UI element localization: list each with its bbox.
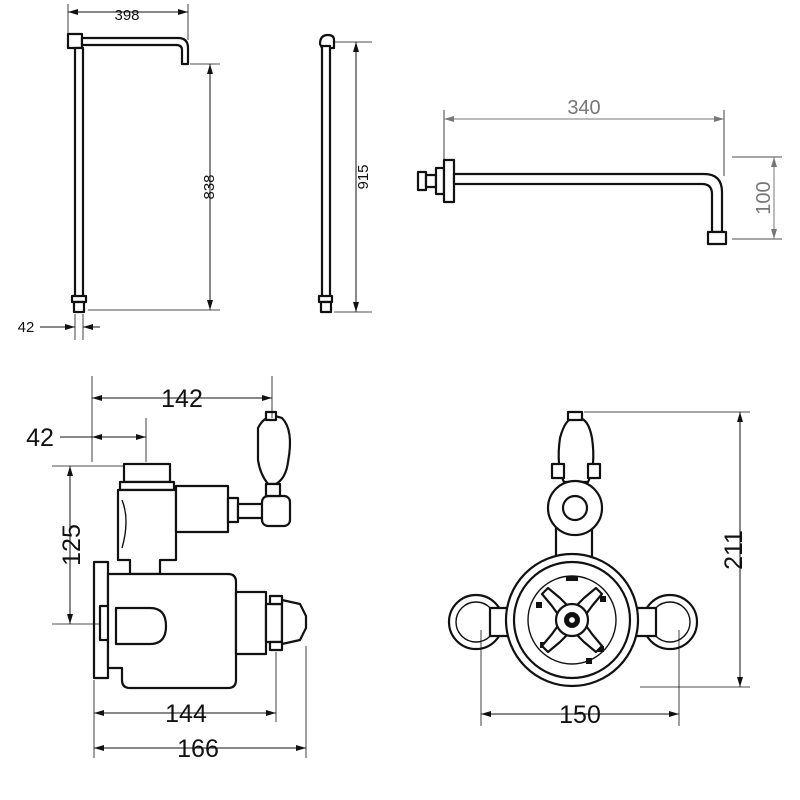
valve-overall-height-label: 211	[720, 530, 748, 570]
diverter-lever-neck	[264, 482, 282, 498]
valve-diverter-tower	[116, 488, 178, 576]
valve-body-depth-label: 144	[165, 700, 207, 728]
arm-flange-collar	[434, 166, 446, 196]
valve-front-view: 150 211	[447, 410, 750, 729]
valve-top-outlet	[122, 462, 172, 484]
rail-height-label: 915	[355, 164, 372, 189]
diverter-spindle-housing	[174, 484, 230, 534]
knob-bottom-spoke	[268, 640, 284, 652]
valve-top-collar	[118, 480, 176, 492]
valve-main-body	[106, 572, 238, 690]
shower-arm-view: 340 100	[416, 97, 782, 246]
arm-pipe	[452, 172, 724, 234]
knob-top-spoke	[268, 594, 284, 606]
valve-height-label: 125	[58, 524, 86, 566]
rail-pipe	[320, 44, 332, 300]
valve-bezel	[264, 602, 284, 644]
riser-rail-view: 915	[317, 33, 372, 314]
arm-wall-flange	[442, 158, 456, 204]
riser-top-bracket	[66, 32, 84, 50]
riser-width-label: 398	[114, 7, 139, 24]
valve-centres-label: 150	[559, 701, 601, 729]
valve-depth-label: 142	[161, 385, 203, 413]
valve-inlet-label: 42	[26, 424, 54, 452]
rail-top-elbow	[318, 33, 336, 50]
valve-control-knob	[280, 598, 308, 646]
valve-side-view: 142 42 125 144 166	[26, 376, 308, 763]
riser-top-arm	[80, 36, 190, 66]
arm-outlet	[706, 230, 728, 246]
rail-foot	[319, 300, 333, 314]
diverter-lever-cap	[264, 410, 278, 422]
arm-length-label: 340	[567, 97, 600, 119]
arm-drop-label: 100	[753, 181, 775, 214]
diverter-lever-handle	[256, 415, 292, 486]
riser-offset-label: 42	[18, 319, 35, 336]
front-lever-right-lug	[586, 462, 602, 480]
arm-thread	[424, 173, 438, 189]
riser-height-label: 838	[201, 174, 218, 199]
valve-front-shroud	[234, 590, 268, 656]
riser-pipe-view: 398 838 42	[18, 4, 220, 340]
valve-inlet-elbow	[114, 606, 168, 646]
riser-foot	[72, 300, 86, 314]
front-lever-left-lug	[550, 462, 566, 480]
front-lever-cap	[566, 410, 584, 422]
diverter-collar	[226, 496, 240, 524]
diverter-boss	[260, 494, 292, 528]
riser-pipe	[73, 46, 85, 302]
valve-total-depth-label: 166	[177, 735, 219, 763]
arm-nut	[416, 170, 428, 192]
